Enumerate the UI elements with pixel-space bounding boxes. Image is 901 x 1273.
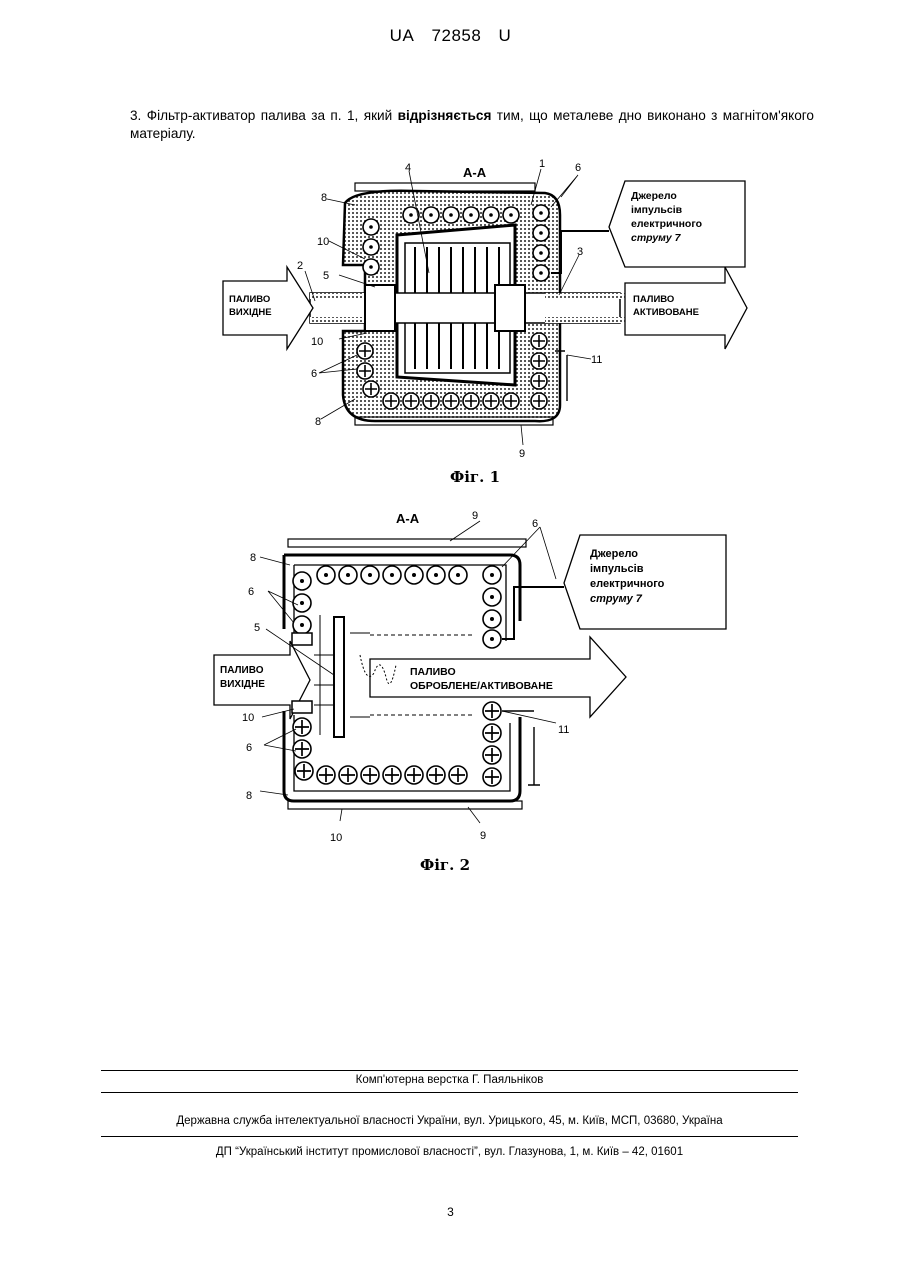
header-office: UA <box>390 26 415 45</box>
header-kind: U <box>499 26 512 45</box>
fig1-source-line1: Джерело <box>631 190 677 202</box>
footer-rule-1 <box>101 1070 798 1071</box>
fig1-ref-9: 9 <box>519 448 525 460</box>
fig2-ref-5: 5 <box>254 622 260 634</box>
fig2-filter-plate <box>334 617 344 737</box>
outlet-flange <box>495 285 525 331</box>
fig2-ref-6-bottom: 6 <box>246 742 252 754</box>
fig1-inlet-line2: ВИХІДНЕ <box>229 307 272 318</box>
fig2-ref-11: 11 <box>558 724 569 736</box>
top-plate <box>355 183 535 191</box>
header-number: 72858 <box>432 26 482 45</box>
fig2-source-line2: імпульсів <box>590 563 644 575</box>
fig1-ref-6-bottom: 6 <box>311 368 317 380</box>
figure-1-caption: Фіг. 1 <box>450 468 500 486</box>
inlet-flange <box>365 285 395 331</box>
figure-2-caption: Фіг. 2 <box>420 856 470 874</box>
fig2-ref-8-bottom: 8 <box>246 790 252 802</box>
fig1-ref-5: 5 <box>323 270 329 282</box>
fig1-source-line4: струму 7 <box>631 232 682 244</box>
fig2-source-line1: Джерело <box>590 548 638 560</box>
fig1-ref-4: 4 <box>405 162 411 174</box>
fig2-ref-6-top: 6 <box>532 518 538 530</box>
fig2-source-line3: електричного <box>590 578 665 590</box>
footer-service-address: Державна служба інтелектуальної власност… <box>101 1115 798 1127</box>
fig2-ref-8-top: 8 <box>250 552 256 564</box>
fig1-section-label: А-А <box>463 165 487 180</box>
page-number: 3 <box>0 1205 901 1219</box>
claim-3: 3. Фільтр-активатор палива за п. 1, який… <box>130 107 814 143</box>
fig2-magnet-bottom <box>292 701 312 713</box>
fig2-ref-10-left: 10 <box>242 712 254 724</box>
fig2-ref-6-left: 6 <box>248 586 254 598</box>
fig1-ref-10-top: 10 <box>317 236 329 248</box>
fig1-ref-2: 2 <box>297 260 303 272</box>
fig2-source-line4: струму 7 <box>590 593 643 605</box>
footer-layout-credit: Комп'ютерна верстка Г. Паяльніков <box>101 1074 798 1086</box>
figure-2-drawing: А-А ПАЛИВО ВИХІДНЕ ПАЛИВО ОБРОБЛЕНЕ/АКТИ… <box>210 505 730 845</box>
fig2-ref-9-top: 9 <box>472 510 478 522</box>
footer-rule-3 <box>101 1136 798 1137</box>
fig1-source-line3: електричного <box>631 218 702 230</box>
fig2-outlet-line1: ПАЛИВО <box>410 666 456 678</box>
fig1-outlet-line2: АКТИВОВАНЕ <box>633 307 699 318</box>
fig2-inlet-line1: ПАЛИВО <box>220 665 264 676</box>
fig2-ref-10-bottom: 10 <box>330 832 342 844</box>
fig2-magnet-top <box>292 633 312 645</box>
figure-1: А-А ПАЛИВО ВИХІДНЕ ПАЛИВО <box>215 155 755 470</box>
fig1-ref-11: 11 <box>591 354 602 366</box>
footer-rule-2 <box>101 1092 798 1093</box>
claim-prefix: 3. Фільтр-активатор палива за п. 1, який <box>130 108 398 123</box>
fig1-ref-8-bottom: 8 <box>315 416 321 428</box>
fig1-outlet-line1: ПАЛИВО <box>633 294 674 305</box>
fig2-coil-turns-top <box>293 566 501 648</box>
figure-2: А-А ПАЛИВО ВИХІДНЕ ПАЛИВО ОБРОБЛЕНЕ/АКТИ… <box>210 505 730 850</box>
fig2-ref-9-bottom: 9 <box>480 830 486 842</box>
fig1-source-line2: імпульсів <box>631 204 683 216</box>
footer-institute-address: ДП “Український інститут промислової вла… <box>101 1146 798 1158</box>
fig1-ref-8-top: 8 <box>321 192 327 204</box>
claim-keyword: відрізняється <box>398 108 492 123</box>
fig1-ref-10-bottom: 10 <box>311 336 323 348</box>
patent-header: UA 72858 U <box>0 26 901 46</box>
figure-1-drawing: А-А ПАЛИВО ВИХІДНЕ ПАЛИВО <box>215 155 755 465</box>
fig1-inlet-line1: ПАЛИВО <box>229 294 270 305</box>
fig2-outlet-line2: ОБРОБЛЕНЕ/АКТИВОВАНЕ <box>410 680 553 692</box>
fig2-lead-wire <box>502 587 564 639</box>
fig2-top-plate <box>288 539 526 547</box>
fig2-section-label: А-А <box>396 511 420 526</box>
fig1-ref-3: 3 <box>577 246 583 258</box>
fig1-ref-6-top: 6 <box>575 162 581 174</box>
fig1-ref-1: 1 <box>539 158 545 170</box>
fig2-inlet-line2: ВИХІДНЕ <box>220 679 265 690</box>
